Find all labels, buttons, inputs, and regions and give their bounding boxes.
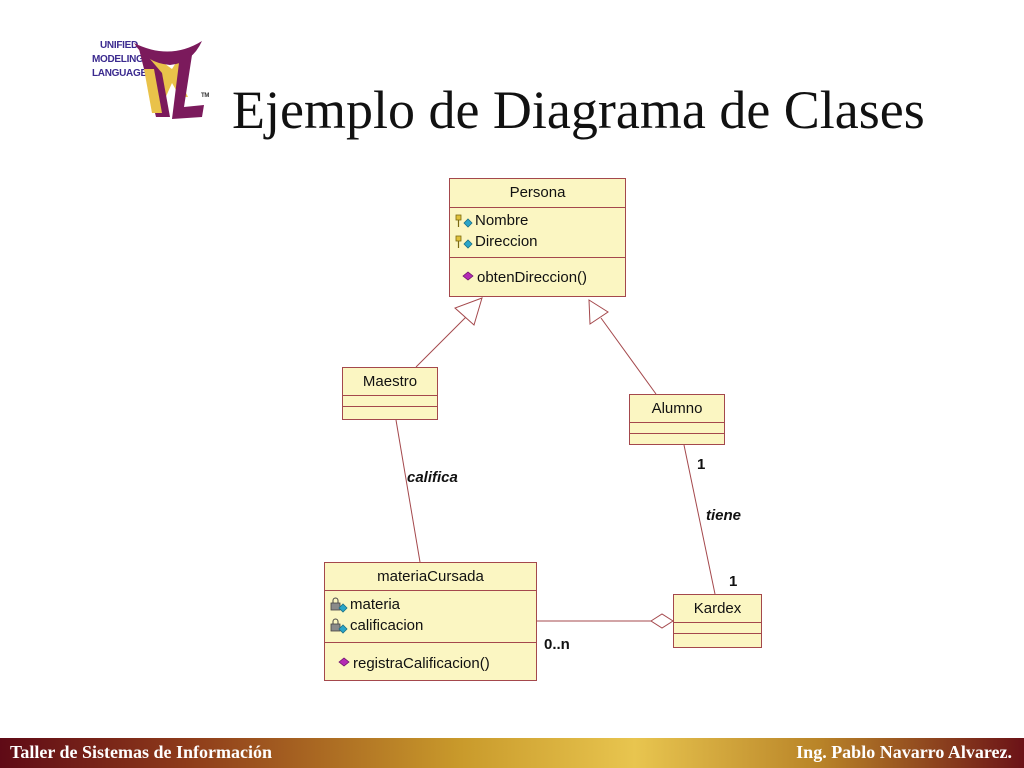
multiplicity-materia: 0..n: [544, 636, 570, 653]
lock-attribute-icon: [330, 597, 348, 613]
association-tiene-line: [683, 444, 716, 595]
footer-bar: Taller de Sistemas de Información Ing. P…: [0, 738, 1024, 768]
operation-icon: [338, 656, 350, 667]
association-label-califica: califica: [407, 469, 458, 486]
class-name: Maestro: [343, 368, 437, 396]
slide-title: Ejemplo de Diagrama de Clases: [232, 80, 925, 140]
class-materiacursada[interactable]: materiaCursada materia calificacion regi…: [324, 562, 537, 681]
generalization-alumno-line: [600, 317, 657, 395]
attributes-compartment: [630, 423, 724, 434]
footer-author: Ing. Pablo Navarro Alvarez.: [796, 742, 1012, 762]
attribute-row: Nombre: [455, 210, 625, 231]
operation-name: registraCalificacion(): [353, 655, 490, 672]
logo-tm: TM: [201, 93, 210, 99]
logo-line-modeling: MODELING: [92, 54, 144, 65]
multiplicity-alumno: 1: [697, 456, 706, 473]
association-label-tiene: tiene: [706, 507, 742, 524]
operation-icon: [462, 270, 474, 281]
attributes-compartment: materia calificacion: [325, 591, 536, 643]
logo-line-unified: UNIFIED: [100, 40, 138, 51]
attribute-row: Direccion: [455, 231, 625, 252]
operations-compartment: registraCalificacion(): [325, 643, 536, 674]
attributes-compartment: Nombre Direccion: [450, 208, 625, 258]
multiplicity-kardex: 1: [729, 573, 738, 590]
class-alumno[interactable]: Alumno: [629, 394, 725, 445]
generalization-alumno-arrowhead: [588, 299, 609, 325]
class-name: materiaCursada: [325, 563, 536, 591]
attribute-row: calificacion: [330, 615, 536, 636]
operations-compartment: obtenDireccion(): [450, 258, 625, 288]
attribute-name: Direccion: [475, 233, 538, 250]
attributes-compartment: [343, 396, 437, 407]
generalization-maestro-line: [415, 313, 470, 368]
class-name: Alumno: [630, 395, 724, 423]
attribute-name: calificacion: [350, 617, 424, 634]
uml-logo-mark: [134, 41, 204, 119]
class-name: Persona: [450, 179, 625, 208]
class-persona[interactable]: Persona Nombre Direccion obtenDireccion(…: [449, 178, 626, 297]
key-attribute-icon: [455, 214, 473, 228]
generalization-maestro-arrowhead: [454, 297, 483, 326]
association-califica-line: [395, 419, 421, 563]
class-maestro[interactable]: Maestro: [342, 367, 438, 420]
lock-attribute-icon: [330, 618, 348, 634]
logo-line-language: LANGUAGE: [92, 68, 147, 79]
attribute-name: Nombre: [475, 212, 529, 229]
class-kardex[interactable]: Kardex: [673, 594, 762, 648]
attribute-name: materia: [350, 596, 401, 613]
uml-logo: UNIFIED MODELING LANGUAGE TM: [80, 33, 215, 125]
footer-course: Taller de Sistemas de Información: [10, 742, 273, 762]
aggregation-diamond: [650, 613, 674, 629]
key-attribute-icon: [455, 235, 473, 249]
attributes-compartment: [674, 623, 761, 634]
operation-row: obtenDireccion(): [461, 267, 625, 288]
operation-row: registraCalificacion(): [337, 653, 536, 674]
operation-name: obtenDireccion(): [477, 269, 588, 286]
class-name: Kardex: [674, 595, 761, 623]
attribute-row: materia: [330, 594, 536, 615]
